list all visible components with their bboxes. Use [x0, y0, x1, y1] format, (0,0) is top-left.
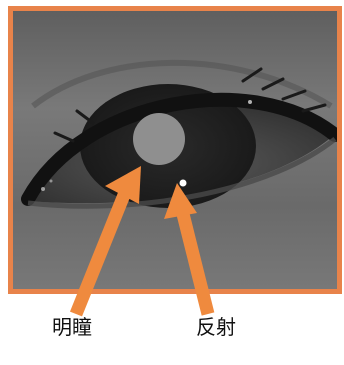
glint-corner — [248, 100, 252, 104]
eye-photo — [13, 11, 337, 289]
glint-left-1 — [41, 187, 45, 191]
eye-photo-frame — [8, 6, 342, 294]
glint-left-2 — [50, 180, 53, 183]
bright-pupil — [133, 113, 185, 165]
pupil-label: 明瞳 — [52, 314, 92, 340]
corneal-reflection — [180, 180, 187, 187]
reflection-label: 反射 — [196, 314, 236, 340]
